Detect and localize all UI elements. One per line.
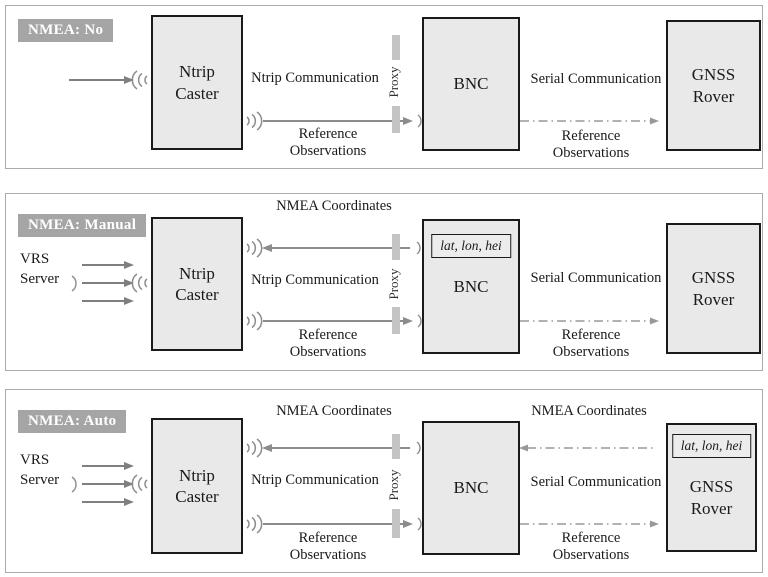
ntrip-caster-label: Ntrip Caster [175,465,219,506]
ntrip-link-arrow [263,114,422,128]
reference-observations-label-left: Reference Observations [289,126,367,159]
panel-nmea-no: NMEA: No Ntrip Caster BNC GNSS Rover Pro… [5,5,763,169]
config-badge: NMEA: No [18,19,114,42]
bnc-label: BNC [453,74,489,94]
reference-observations-label-right: Reference Observations [552,530,630,563]
vrs-stream-arrowheads [124,261,134,305]
gnss-rover-box: GNSS Rover [666,223,761,354]
gnss-rover-label: GNSS Rover [691,65,736,106]
reference-observations-label-left: Reference Observations [289,530,367,563]
signal-waves-in-icon [131,474,148,494]
vrs-bracket-icon [71,476,77,493]
panel-1-connectors [69,35,659,133]
serial-communication-label: Serial Communication [530,71,662,87]
panel-nmea-manual: NMEA: Manual VRS Server Ntrip Caster lat… [5,193,763,371]
ntrip-caster-box: Ntrip Caster [151,217,243,351]
vrs-server-label: VRS Server [20,452,60,489]
serial-dashdot-arrow [520,317,659,325]
vrs-bracket-icon [71,275,77,292]
proxy-dash-bar [392,434,400,538]
ntrip-link-arrow [263,314,422,328]
nmea-coordinates-label-left: NMEA Coordinates [276,403,392,419]
gnss-rover-label: GNSS Rover [691,268,736,309]
signal-waves-out-bottom-icon [246,514,263,534]
reference-observations-label-right: Reference Observations [552,128,630,161]
bnc-label: BNC [453,478,489,498]
config-badge: NMEA: Manual [18,214,147,237]
coordinates-value-box: lat, lon, hei [671,434,752,458]
signal-waves-out-bottom-icon [246,311,263,331]
signal-waves-out-top-icon [246,238,263,258]
serial-communication-label: Serial Communication [530,270,662,286]
input-stream-arrow [69,76,134,84]
vrs-stream-arrows [82,264,125,302]
panel-3-connectors [71,434,659,538]
gnss-rover-label: GNSS Rover [689,477,734,518]
nmea-coordinates-label-right: NMEA Coordinates [531,403,647,419]
ntrip-caster-label: Ntrip Caster [175,62,219,103]
ntrip-link-arrow [263,517,422,531]
panel-2-connectors [71,234,659,334]
vrs-stream-arrows [82,465,125,503]
proxy-dash-bar [392,35,400,133]
ntrip-caster-label: Ntrip Caster [175,263,219,304]
vrs-server-label: VRS Server [20,251,60,288]
ntrip-communication-label: Ntrip Communication [251,472,379,488]
nmea-coordinates-label-left: NMEA Coordinates [276,198,392,214]
signal-waves-in-icon [131,70,148,90]
serial-dashdot-arrow [520,117,659,125]
bnc-box: lat, lon, hei BNC [422,219,520,354]
coordinates-value-box: lat, lon, hei [431,234,511,258]
proxy-dash-bar [392,234,400,334]
nmea-coordinates-arrow [262,441,421,455]
nmea-coordinates-arrow [262,241,421,255]
ntrip-communication-label: Ntrip Communication [251,70,379,86]
reference-observations-label-left: Reference Observations [289,327,367,360]
bnc-label: BNC [453,276,489,296]
serial-communication-label: Serial Communication [530,474,662,490]
gnss-rover-box: lat, lon, hei GNSS Rover [666,423,757,552]
ntrip-communication-label: Ntrip Communication [251,272,379,288]
signal-waves-in-icon [131,273,148,293]
signal-waves-out-top-icon [246,438,263,458]
bnc-box: BNC [422,17,520,151]
signal-waves-out-icon [246,111,263,131]
bnc-box: BNC [422,421,520,555]
panel-nmea-auto: NMEA: Auto VRS Server Ntrip Caster BNC l… [5,389,763,573]
config-badge: NMEA: Auto [18,410,127,433]
ntrip-caster-box: Ntrip Caster [151,15,243,150]
ntrip-caster-box: Ntrip Caster [151,418,243,554]
gnss-rover-box: GNSS Rover [666,20,761,151]
serial-dashdot-arrow [520,520,659,528]
vrs-stream-arrowheads [124,462,134,506]
reference-observations-label-right: Reference Observations [552,327,630,360]
nmea-dashdot-arrow-right [519,444,654,452]
